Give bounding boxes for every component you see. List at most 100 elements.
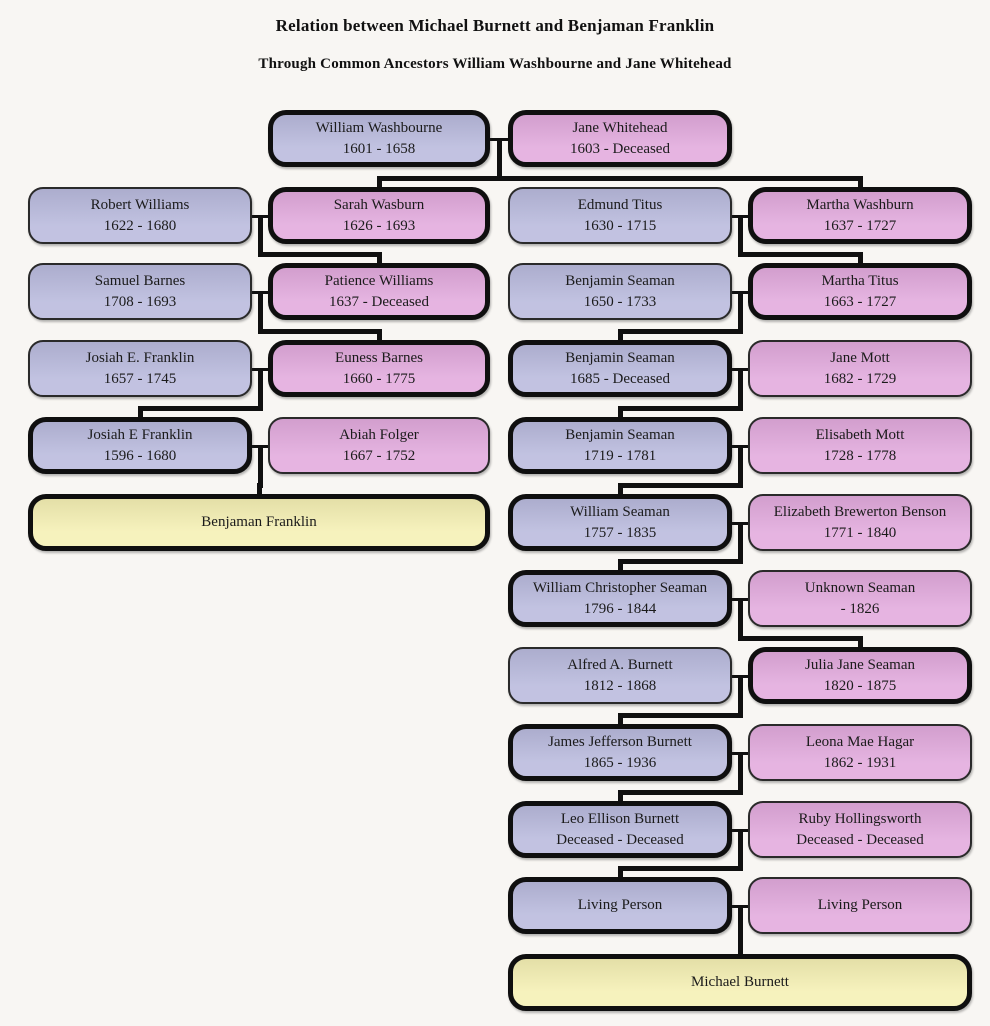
person-dates: 1601 - 1658 <box>342 140 416 157</box>
person-box-unknown-seaman: Unknown Seaman - 1826 <box>748 570 972 627</box>
person-dates: 1728 - 1778 <box>823 447 897 464</box>
connector-line <box>738 906 743 948</box>
connector-line <box>138 406 263 411</box>
person-name: Benjamin Seaman <box>565 349 675 366</box>
person-box-alfred-a-burnett: Alfred A. Burnett 1812 - 1868 <box>508 647 732 704</box>
person-box-living-person-2: Living Person <box>748 877 972 934</box>
connector-line <box>257 483 263 488</box>
connector-line <box>618 559 623 574</box>
connector-line <box>738 252 863 257</box>
person-name: Unknown Seaman <box>804 579 916 596</box>
person-name: Benjamin Seaman <box>565 426 675 443</box>
person-name: Samuel Barnes <box>94 272 186 289</box>
connector-line <box>738 830 743 871</box>
connector-line <box>618 559 743 564</box>
person-name: Alfred A. Burnett <box>567 656 673 673</box>
person-dates: 1796 - 1844 <box>583 600 657 617</box>
person-dates: 1657 - 1745 <box>103 370 177 387</box>
person-dates: 1596 - 1680 <box>103 447 177 464</box>
connector-line <box>738 446 743 488</box>
connector-line <box>738 676 743 718</box>
person-dates: 1630 - 1715 <box>583 217 657 234</box>
connector-line <box>738 216 743 257</box>
person-name: Michael Burnett <box>691 974 789 990</box>
person-name: Martha Titus <box>821 272 899 289</box>
connector-line <box>858 176 863 191</box>
person-box-edmund-titus: Edmund Titus 1630 - 1715 <box>508 187 732 244</box>
person-dates: 1667 - 1752 <box>342 447 416 464</box>
connector-line <box>618 713 623 728</box>
person-dates: 1663 - 1727 <box>823 293 897 310</box>
person-name: Robert Williams <box>90 196 190 213</box>
person-dates: - 1826 <box>840 600 880 617</box>
person-box-benjamin-seaman-3: Benjamin Seaman 1719 - 1781 <box>508 417 732 474</box>
person-name: Ruby Hollingsworth <box>798 810 922 827</box>
person-name: Living Person <box>817 897 903 913</box>
connector-line <box>258 446 263 488</box>
person-name: William Seaman <box>570 503 670 520</box>
person-dates: 1865 - 1936 <box>583 754 657 771</box>
person-dates: Deceased - Deceased <box>796 831 924 848</box>
connector-line <box>258 329 382 334</box>
person-dates: Deceased - Deceased <box>556 831 684 848</box>
person-dates: 1862 - 1931 <box>823 754 897 771</box>
person-name: Edmund Titus <box>577 196 663 213</box>
person-box-julia-jane-seaman: Julia Jane Seaman 1820 - 1875 <box>748 647 972 704</box>
connector-line <box>258 292 263 334</box>
connector-line <box>858 636 863 651</box>
person-name: Martha Washburn <box>806 196 914 213</box>
connector-line <box>618 713 743 718</box>
connector-line <box>258 216 263 257</box>
person-dates: 1637 - 1727 <box>823 217 897 234</box>
person-name: Elizabeth Brewerton Benson <box>773 503 947 520</box>
person-dates: 1650 - 1733 <box>583 293 657 310</box>
connector-line <box>618 790 743 795</box>
person-name: Patience Williams <box>324 272 434 289</box>
page-title: Relation between Michael Burnett and Ben… <box>275 16 715 35</box>
connector-line <box>618 483 743 488</box>
person-box-michael-burnett: Michael Burnett <box>508 954 972 1011</box>
connector-line <box>377 329 382 344</box>
connector-line <box>618 406 743 411</box>
connector-line <box>618 329 743 334</box>
person-dates: 1820 - 1875 <box>823 677 897 694</box>
connector-line <box>258 252 382 257</box>
person-dates: 1603 - Deceased <box>570 140 670 157</box>
connector-line <box>618 329 623 344</box>
connector-line <box>258 369 263 411</box>
connector-line <box>738 753 743 795</box>
person-dates: 1719 - 1781 <box>583 447 657 464</box>
connector-line <box>618 406 623 421</box>
person-name: Euness Barnes <box>335 349 423 366</box>
person-name: Benjaman Franklin <box>201 514 317 530</box>
connector-line <box>618 483 623 498</box>
connector-line <box>618 866 743 871</box>
person-name: Leona Mae Hagar <box>805 733 915 750</box>
person-dates: 1812 - 1868 <box>583 677 657 694</box>
person-name: Leo Ellison Burnett <box>560 810 680 827</box>
connector-line <box>377 252 382 267</box>
person-name: Julia Jane Seaman <box>805 656 915 673</box>
person-name: Jane Whitehead <box>572 119 668 136</box>
person-name: Benjamin Seaman <box>565 272 675 289</box>
person-box-martha-washburn: Martha Washburn 1637 - 1727 <box>748 187 972 244</box>
person-box-leona-mae-hagar: Leona Mae Hagar 1862 - 1931 <box>748 724 972 781</box>
